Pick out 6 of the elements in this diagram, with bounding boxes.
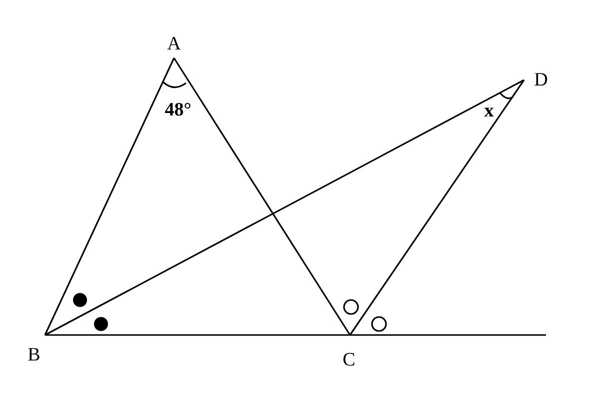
angle-label: x: [484, 102, 494, 120]
angle-label: 48°: [164, 100, 192, 120]
point-label: B: [28, 346, 40, 364]
point-label: C: [342, 350, 356, 370]
point-label: A: [167, 34, 181, 54]
point-label: D: [534, 70, 548, 90]
